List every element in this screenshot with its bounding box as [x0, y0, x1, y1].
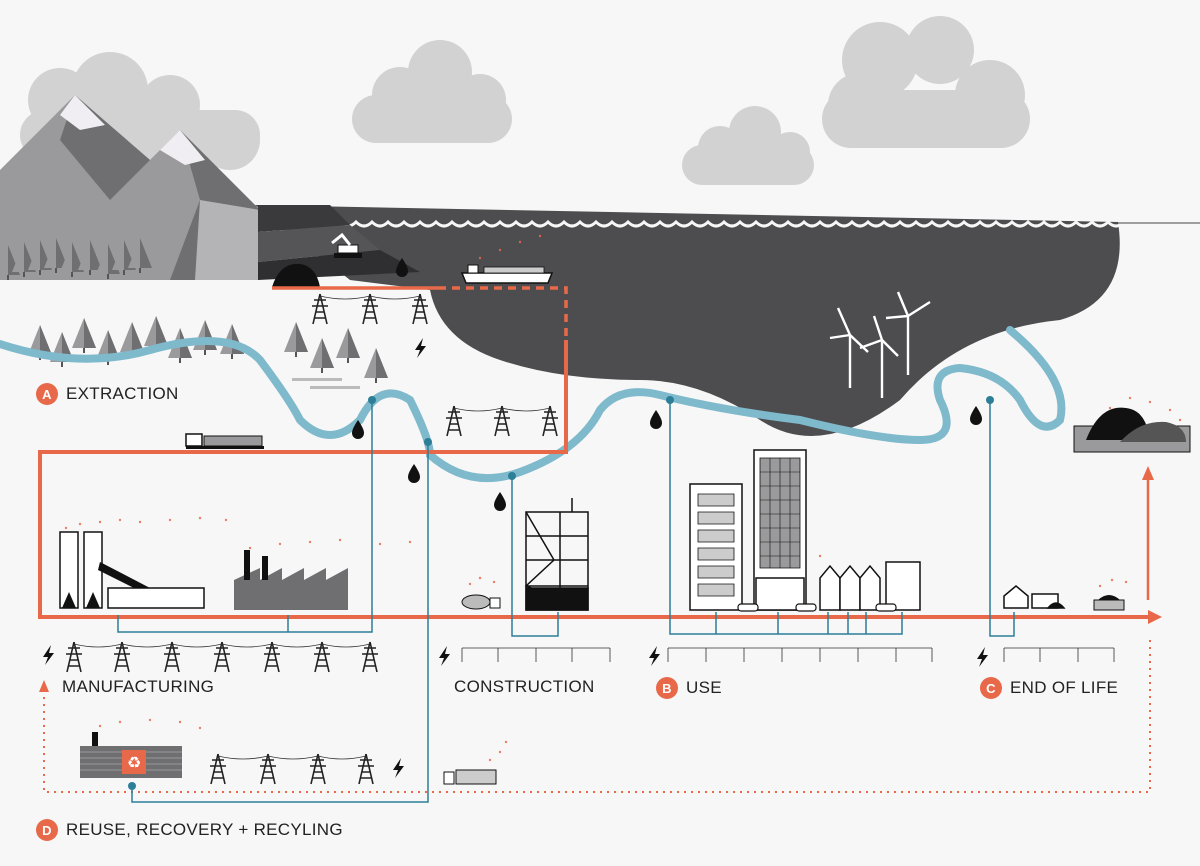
landfill-icon — [1073, 407, 1191, 453]
stage-extraction: A EXTRACTION — [36, 383, 179, 405]
coal-heap-icon — [272, 263, 320, 287]
power-lines — [73, 295, 1115, 760]
waste-truck-icon — [1093, 595, 1125, 611]
cars — [737, 603, 897, 612]
sea — [255, 205, 1120, 436]
cloud-small — [682, 106, 814, 185]
recycle-icon: ♻ — [127, 753, 141, 772]
log-piles — [292, 378, 360, 389]
stage-label: REUSE, RECOVERY + RECYLING — [66, 820, 343, 839]
sea-waves — [338, 219, 1174, 228]
stage-end-of-life: C END OF LIFE — [980, 677, 1118, 699]
stage-use: B USE — [656, 677, 722, 699]
stage-label: EXTRACTION — [66, 384, 179, 403]
stage-label: CONSTRUCTION — [454, 677, 595, 696]
water-pipes — [117, 400, 1015, 803]
recycling-plant: ♻ — [80, 732, 182, 778]
houses — [819, 561, 921, 611]
stage-reuse: D REUSE, RECOVERY + RECYLING — [36, 819, 343, 841]
cement-truck-icon — [461, 594, 501, 610]
cloud-center — [352, 40, 512, 143]
stage-badge: D — [36, 819, 58, 841]
stage-manufacturing: MANUFACTURING — [62, 677, 214, 697]
truck-icon — [443, 769, 497, 785]
stage-label: USE — [686, 678, 722, 697]
cement-plant — [59, 531, 205, 609]
stage-label: MANUFACTURING — [62, 677, 215, 696]
factory — [234, 550, 348, 610]
stage-construction: CONSTRUCTION — [454, 677, 595, 697]
material-flow — [38, 286, 1162, 793]
stage-badge: C — [980, 677, 1002, 699]
stage-badge: A — [36, 383, 58, 405]
cloud-right — [822, 16, 1030, 148]
freight-train-icon — [185, 433, 264, 449]
water-nodes — [128, 396, 994, 790]
building-under-construction — [524, 498, 589, 611]
mountains — [0, 95, 420, 280]
excavator-icon — [331, 232, 362, 258]
cargo-ship-icon — [460, 264, 554, 284]
demolished-house-icon — [1003, 585, 1066, 609]
stage-label: END OF LIFE — [1010, 678, 1119, 697]
river — [0, 326, 1066, 483]
office-buildings — [689, 449, 807, 611]
stage-badge: B — [656, 677, 678, 699]
clouds — [20, 16, 1030, 185]
wind-turbines — [829, 291, 931, 398]
